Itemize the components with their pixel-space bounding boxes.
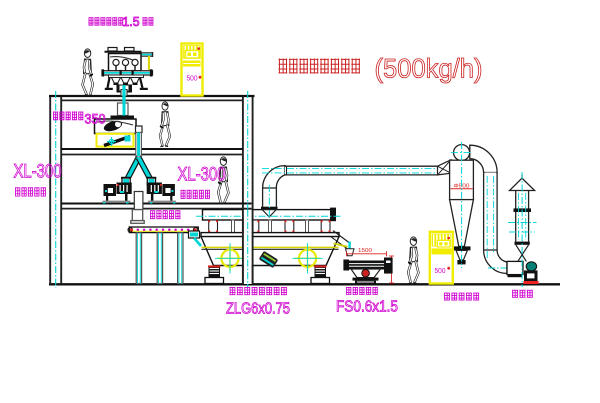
svg-text:500: 500: [187, 74, 198, 83]
svg-text:1.5: 1.5: [123, 15, 140, 29]
svg-text:(500kg/h): (500kg/h): [375, 53, 483, 83]
svg-text:ZLG6x0.75: ZLG6x0.75: [226, 301, 290, 318]
svg-text:FS0.6x1.5: FS0.6x1.5: [336, 299, 398, 316]
svg-text:350: 350: [85, 111, 106, 127]
svg-text:500: 500: [435, 266, 446, 275]
svg-text:XL-300: XL-300: [178, 164, 226, 186]
svg-text:1500: 1500: [358, 248, 372, 254]
svg-text:XL-300: XL-300: [14, 161, 62, 183]
